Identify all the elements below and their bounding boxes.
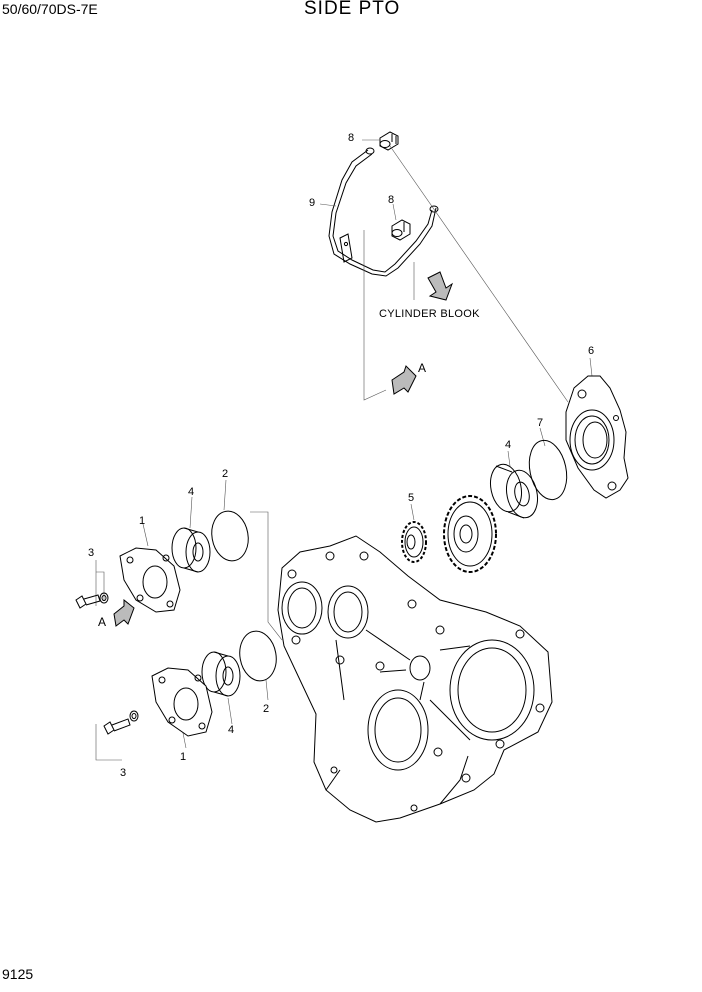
bolt-upper <box>75 592 109 609</box>
oil-pipe <box>328 147 439 277</box>
o-ring-upper-left <box>211 510 249 562</box>
bearing-right <box>490 463 538 519</box>
gear-small <box>401 521 427 563</box>
callout-8-upper: 8 <box>348 132 354 144</box>
bearing-upper-left <box>171 527 211 573</box>
callout-4-left-lower: 4 <box>228 724 234 736</box>
banjo-fitting-lower <box>391 219 411 241</box>
callout-2-lower: 2 <box>263 703 269 715</box>
page-number: 9125 <box>2 966 34 982</box>
pto-housing <box>565 375 629 499</box>
o-ring-lower-left <box>239 630 277 682</box>
banjo-fitting-upper <box>379 131 399 151</box>
callout-7: 7 <box>537 417 543 429</box>
cylinder-block-note: CYLINDER BLOOK <box>379 308 480 320</box>
direction-arrow-cylinder-block <box>427 271 454 301</box>
cover-lower-left <box>151 667 213 737</box>
leader-lines <box>95 139 593 761</box>
callout-5: 5 <box>408 492 414 504</box>
callout-4-left-upper: 4 <box>188 486 194 498</box>
view-a-upper-label: A <box>418 361 426 375</box>
callout-8-lower: 8 <box>388 194 394 206</box>
view-a-lower-label: A <box>98 615 106 629</box>
view-arrow-a-upper <box>391 365 417 395</box>
callout-1-upper: 1 <box>139 515 145 527</box>
callout-4-right: 4 <box>505 439 511 451</box>
bearing-lower-left <box>201 651 241 697</box>
callout-9: 9 <box>309 197 315 209</box>
gear-case <box>277 535 553 823</box>
bolt-lower <box>103 710 139 735</box>
callout-2-upper: 2 <box>222 468 228 480</box>
callout-3-lower: 3 <box>120 767 126 779</box>
callout-3-upper: 3 <box>88 547 94 559</box>
gear-large <box>443 495 497 573</box>
callout-6: 6 <box>588 345 594 357</box>
model-number: 50/60/70DS-7E <box>2 1 98 17</box>
cover-upper-left <box>119 547 181 613</box>
view-arrow-a-lower <box>113 598 135 627</box>
o-ring-right <box>528 439 568 501</box>
callout-1-lower: 1 <box>180 751 186 763</box>
page-title: SIDE PTO <box>304 0 401 19</box>
